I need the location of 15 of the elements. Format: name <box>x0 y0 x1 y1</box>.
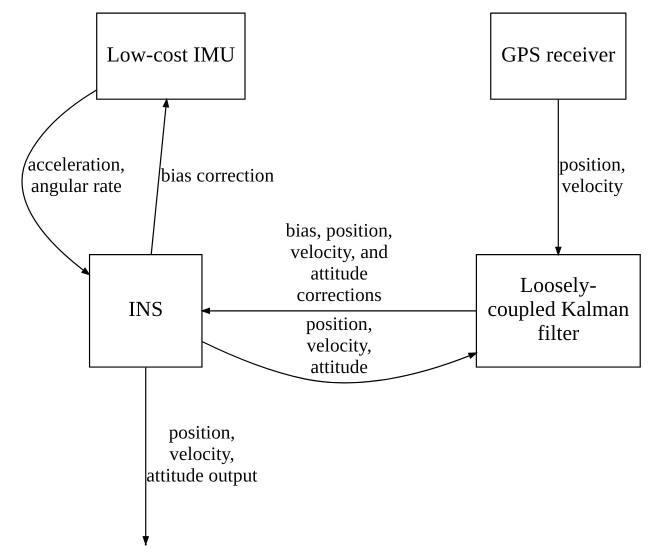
edge-label: position, velocity, attitude <box>305 314 372 378</box>
arrow <box>201 341 478 384</box>
edge-label: position, velocity, attitude output <box>146 422 257 487</box>
edge-label: bias correction <box>160 165 274 186</box>
node-box: INS <box>88 254 202 368</box>
arrow <box>554 100 562 256</box>
edge-label: acceleration, angular rate <box>27 154 124 198</box>
arrow <box>21 90 96 276</box>
node-box: Loosely-coupled Kalman filter <box>475 254 640 368</box>
arrow <box>150 98 169 255</box>
node-box: GPS receiver <box>490 12 626 100</box>
node-box: Low-cost IMU <box>96 12 246 100</box>
edge-label: position, velocity <box>558 154 626 198</box>
arrow <box>200 308 476 314</box>
edge-label: bias, position, velocity, and attitude corrections <box>285 220 392 306</box>
